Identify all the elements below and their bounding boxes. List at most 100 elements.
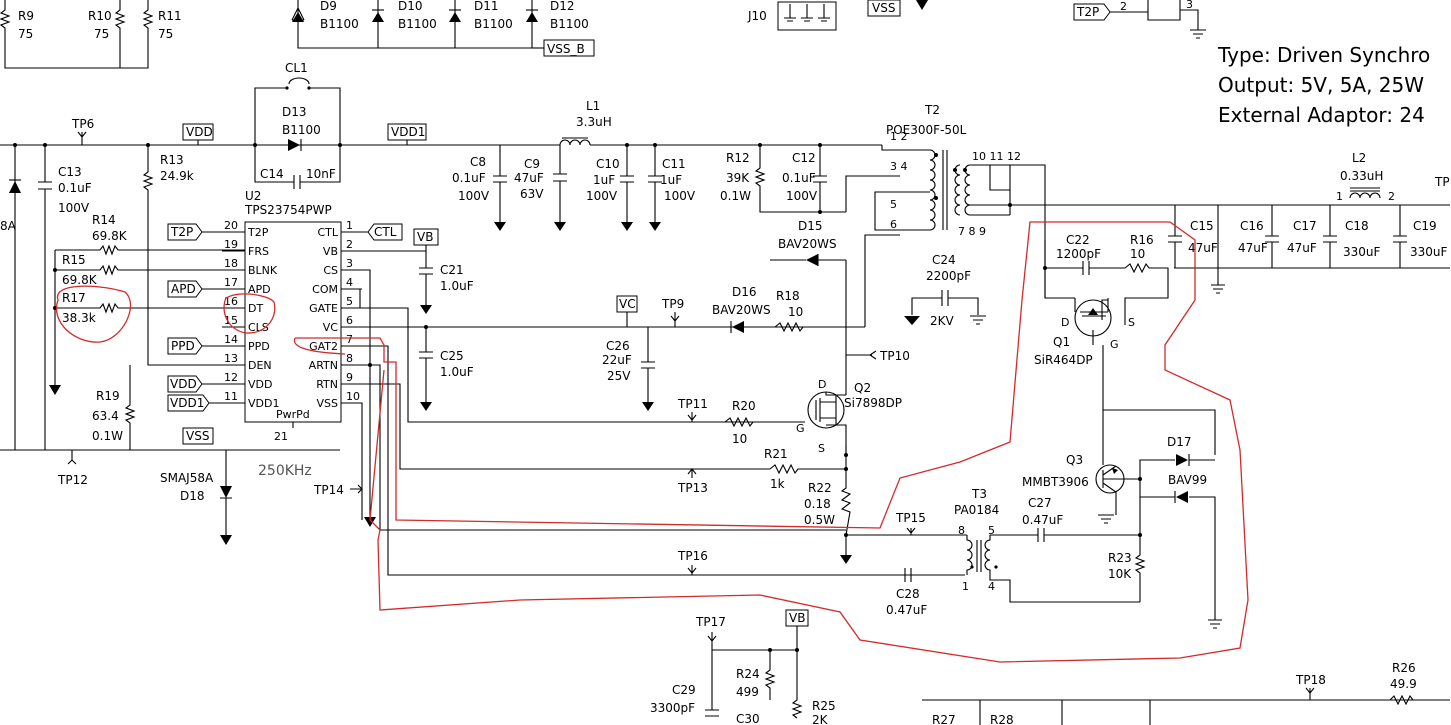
annotation-circle-r17 (55, 285, 132, 343)
diode-array-d9-d12 (291, 0, 544, 49)
snubber-r12-c12-d15: R12 39K 0.1W C12 0.1uF 100V D15 BAV20WS (720, 143, 900, 266)
r13-value: 24.9k (160, 169, 194, 183)
q1-value: SiR464DP (1034, 353, 1093, 367)
t2-pin-5: 5 (890, 198, 897, 211)
gate-drive-q3-d17: Q3 MMBT3906 D17 BAV99 R23 10K (1022, 435, 1222, 629)
r19-power: 0.1W (92, 429, 123, 443)
red-annotations (55, 221, 1249, 663)
vb-net-label: VB (417, 230, 433, 244)
apd-tag-label: APD (171, 282, 196, 296)
tp12-label: TP12 (57, 473, 88, 487)
u2-pin-5-number: 5 (346, 295, 353, 308)
u2-part: TPS23754PWP (244, 203, 332, 217)
c8-ref: C8 (470, 155, 486, 169)
r19-value: 63.4 (92, 409, 119, 423)
vdd1-net-label: VDD1 (391, 125, 425, 139)
r22-power: 0.5W (804, 513, 835, 527)
c21-ref: C21 (440, 263, 464, 277)
u2-pin-19-number: 19 (224, 238, 238, 251)
cl1-d13-c14-group: CL1 D13 B1100 C14 10nF (253, 61, 342, 189)
t2p-tag-label: T2P (170, 225, 193, 239)
c27-ref: C27 (1028, 496, 1052, 510)
r27-ref: R27 (932, 713, 956, 725)
c12-ref: C12 (792, 151, 816, 165)
u2-pin-1-number: 1 (346, 219, 353, 232)
c22-value: 1200pF (1056, 247, 1101, 261)
l2-pin-2: 2 (1388, 190, 1395, 203)
tp-edge-label: TP (1434, 175, 1450, 189)
q1-pin-d: D (1061, 316, 1069, 329)
u2-pin-7-number: 7 (346, 333, 353, 346)
tp14-label: TP14 (313, 483, 344, 497)
t2-ref: T2 (924, 103, 940, 117)
left-input-section: 8A C13 0.1uF 100V R13 24.9k (0, 143, 245, 450)
r11-ref: R11 (158, 9, 182, 23)
c12-voltage: 100V (786, 189, 818, 203)
vss-top-net-box (867, 0, 901, 17)
r20-ref: R20 (732, 399, 756, 413)
c8-value: 0.1uF (452, 171, 486, 185)
q3-value: MMBT3906 (1022, 475, 1089, 489)
resistor-r9: R9 75 (0, 0, 34, 45)
u2-pin-8-name: ARTN (309, 359, 338, 372)
tp18-label: TP18 (1295, 673, 1326, 687)
t3-ref: T3 (971, 487, 987, 501)
q1-pin-s: S (1128, 316, 1135, 329)
u2-pin-12-name: VDD (248, 378, 272, 391)
c27-value: 0.47uF (1022, 513, 1063, 527)
resistor-r10: R10 75 (88, 0, 126, 68)
ground-arrow-top (916, 0, 928, 10)
c26-ref: C26 (606, 339, 630, 353)
u2-pin-3-number: 3 (346, 257, 353, 270)
vdd-net-label: VDD (186, 125, 213, 139)
t2-pins-sec: 10 11 12 (972, 150, 1021, 163)
r14-r15-r17-group: R14 69.8K R15 69.8K R17 38.3k (49, 213, 245, 395)
u2-pin-9-number: 9 (346, 371, 353, 384)
r24-value: 499 (736, 685, 759, 699)
c13-voltage: 100V (58, 201, 90, 215)
t2-pins-12: 1 2 (890, 130, 908, 143)
r14-value: 69.8K (92, 229, 128, 243)
d11-ref: D11 (474, 0, 499, 13)
q1-pin-g: G (1110, 338, 1119, 351)
d16-value: BAV20WS (712, 303, 771, 317)
r24-ref: R24 (736, 667, 760, 681)
r20-value: 10 (732, 432, 747, 446)
r25-ref: R25 (812, 699, 836, 713)
c24-value: 2200pF (926, 269, 971, 283)
r17-value: 38.3k (62, 311, 96, 325)
u2-pin-20-number: 20 (224, 219, 238, 232)
c26-value: 22uF (602, 353, 632, 367)
q2-pin-s: S (818, 442, 825, 455)
ic-output-nets: CTL VB C21 1.0uF C25 1.0uF TP14 (313, 223, 965, 576)
r15-value: 69.8K (62, 273, 98, 287)
u2-pin-6-name: VC (323, 321, 339, 334)
d17-ref: D17 (1167, 435, 1192, 449)
r16-value: 10 (1130, 247, 1145, 261)
c17-ref: C17 (1293, 219, 1317, 233)
u2-pin-8-number: 8 (346, 352, 353, 365)
resistor-r11: R11 75 (142, 0, 182, 45)
u2-pin-13-number: 13 (224, 352, 238, 365)
u2-pin-10-name: VSS (317, 397, 339, 410)
ctl-tag-label: CTL (374, 225, 397, 239)
r12-ref: R12 (726, 151, 750, 165)
q2-pin-d: D (818, 378, 826, 391)
u2-pin-5-name: GATE (309, 302, 338, 315)
vdd1-tag-label: VDD1 (170, 396, 204, 410)
vss-net-box (182, 427, 214, 445)
transformer-t3: T3 PA0184 8 5 1 4 TP15 C27 0.47uF TP16 C… (677, 487, 1140, 617)
u2-pin-14-name: PPD (248, 340, 270, 353)
vss-b-net-label: VSS_B (547, 42, 585, 56)
d10-value: B1100 (398, 17, 437, 31)
c16-value: 47uF (1238, 241, 1268, 255)
c9-value: 47uF (514, 171, 544, 185)
tp9-label: TP9 (661, 297, 684, 311)
vc-bias-section: VC TP9 C26 22uF 25V D16 BAV20WS R18 10 (602, 234, 900, 411)
l2-ref: L2 (1352, 151, 1366, 165)
c25-value: 1.0uF (440, 365, 474, 379)
u2-pin-17-number: 17 (224, 276, 238, 289)
d18-value: SMAJ58A (160, 471, 214, 485)
t2p-pin-3: 3 (1186, 0, 1193, 11)
